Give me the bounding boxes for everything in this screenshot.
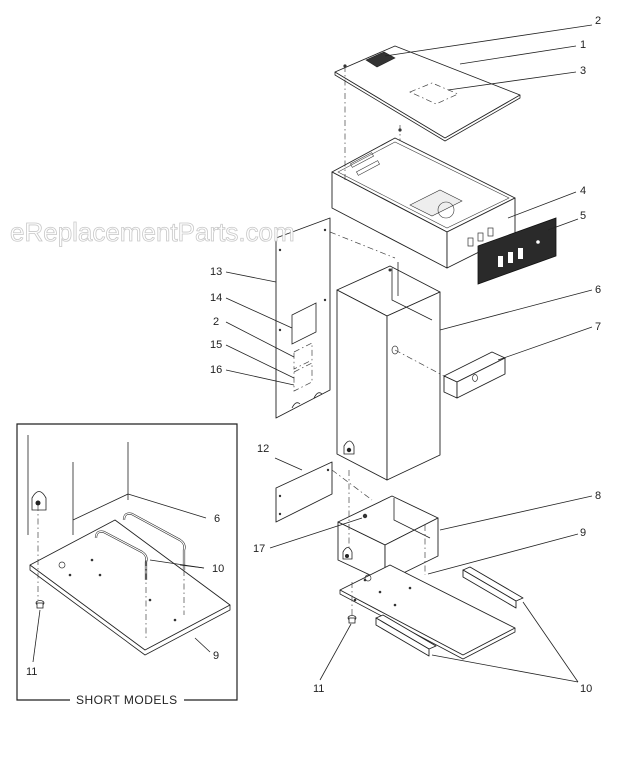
callout-3: 3 <box>580 65 586 77</box>
rail-part <box>375 614 437 657</box>
callout-7: 7 <box>595 321 601 333</box>
callout-10-inset: 10 <box>212 563 224 575</box>
callout-14: 14 <box>210 292 222 304</box>
leader-lines <box>225 24 593 683</box>
callout-1: 1 <box>580 39 586 51</box>
callout-17: 17 <box>253 543 265 555</box>
watermark-text: eReplacementParts.com <box>10 217 295 247</box>
callout-12: 12 <box>257 443 269 455</box>
inset-short-models <box>16 423 238 701</box>
rail-part <box>462 566 524 609</box>
callout-13: 13 <box>210 266 222 278</box>
cabinet-part <box>336 262 441 481</box>
callout-5: 5 <box>580 210 586 222</box>
access-panel-part <box>275 461 333 523</box>
callout-8: 8 <box>595 490 601 502</box>
callout-numbers: 2 1 3 4 5 6 7 8 9 10 11 17 12 13 14 2 15… <box>26 15 601 695</box>
callout-9: 9 <box>580 527 586 539</box>
callout-6-inset: 6 <box>214 513 220 525</box>
callout-6: 6 <box>595 284 601 296</box>
callout-4: 4 <box>580 185 586 197</box>
control-box-part <box>331 128 516 269</box>
side-panel-part <box>275 217 331 419</box>
faceplate-part <box>477 217 557 285</box>
callout-9-inset: 9 <box>213 650 219 662</box>
callout-11: 11 <box>313 683 324 695</box>
junction-cover-part <box>443 351 506 399</box>
callout-15: 15 <box>210 339 222 351</box>
foot-part <box>347 615 357 624</box>
alignment-lines <box>329 66 445 616</box>
callout-2-panel: 2 <box>213 316 219 328</box>
top-cover-part <box>334 45 521 142</box>
base-plate-part <box>339 564 516 660</box>
callout-11-inset: 11 <box>26 666 37 678</box>
callout-10: 10 <box>580 683 592 695</box>
callout-2: 2 <box>595 15 601 27</box>
callout-16: 16 <box>210 364 222 376</box>
inset-label: SHORT MODELS <box>76 693 178 707</box>
label-outline <box>409 82 459 105</box>
